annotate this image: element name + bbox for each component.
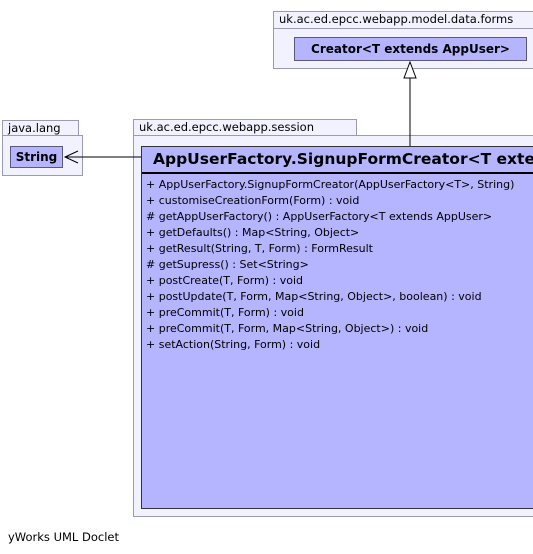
method-row: # getAppUserFactory() : AppUserFactory<T…: [146, 210, 493, 223]
method-row: + getDefaults() : Map<String, Object>: [146, 226, 360, 239]
method-row: + postUpdate(T, Form, Map<String, Object…: [146, 290, 482, 303]
method-row: + AppUserFactory.SignupFormCreator(AppUs…: [146, 178, 515, 191]
method-row: # getSupress() : Set<String>: [146, 258, 309, 271]
footer-credit: yWorks UML Doclet: [8, 530, 119, 544]
generalization-arrowhead: [403, 60, 417, 79]
method-row: + customiseCreationForm(Form) : void: [146, 194, 360, 207]
method-list: + AppUserFactory.SignupFormCreator(AppUs…: [142, 174, 533, 353]
method-row: + preCommit(T, Form) : void: [146, 306, 304, 319]
package-tab-java-lang: java.lang: [2, 120, 79, 136]
method-row: + preCommit(T, Form, Map<String, Object>…: [146, 322, 429, 335]
method-row: + getResult(String, T, Form) : FormResul…: [146, 242, 373, 255]
class-title: AppUserFactory.SignupFormCreator<T exten…: [142, 147, 533, 174]
class-signup-form-creator: AppUserFactory.SignupFormCreator<T exten…: [141, 146, 533, 509]
method-row: + setAction(String, Form) : void: [146, 338, 321, 351]
class-string: String: [10, 146, 63, 168]
class-creator: Creator<T extends AppUser>: [294, 37, 527, 61]
method-row: + postCreate(T, Form) : void: [146, 274, 304, 287]
dependency-arrowhead: [63, 150, 79, 164]
